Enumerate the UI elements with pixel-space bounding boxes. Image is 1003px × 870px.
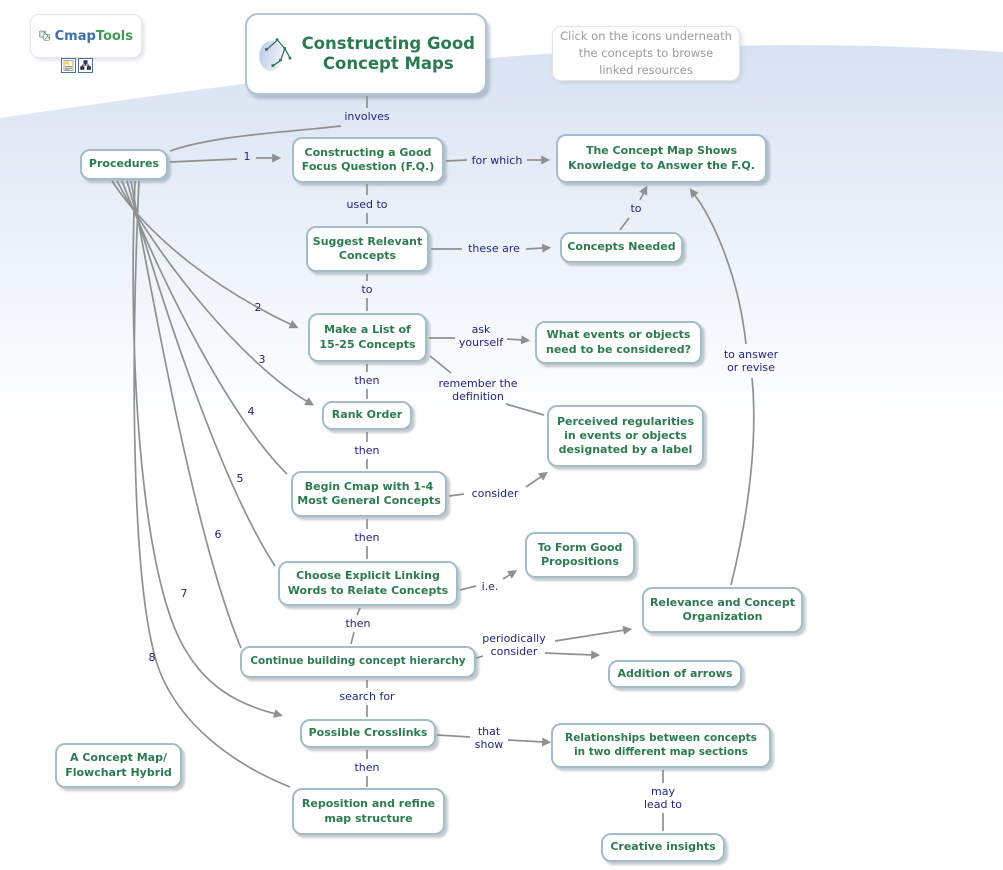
cmaptools-logo-icon — [39, 30, 50, 41]
connector-line — [730, 377, 755, 586]
connector-line — [111, 180, 299, 329]
instruction-note: Click on the icons underneath the concep… — [552, 26, 740, 81]
concept-relationships[interactable]: Relationships between concepts in two di… — [551, 723, 771, 768]
connector-line — [459, 585, 477, 591]
connector-line — [639, 185, 648, 201]
concept-possible-crosslinks[interactable]: Possible Crosslinks — [300, 719, 436, 748]
link-step-5: 5 — [236, 472, 244, 485]
connector-line — [429, 355, 452, 374]
concept-reposition[interactable]: Reposition and refine map structure — [292, 788, 445, 835]
concept-begin-cmap[interactable]: Begin Cmap with 1-4 Most General Concept… — [291, 471, 447, 517]
concept-concepts-needed[interactable]: Concepts Needed — [560, 232, 683, 263]
concept-what-events[interactable]: What events or objects need to be consid… — [535, 321, 702, 364]
connector-line — [689, 188, 747, 345]
link-then-5: then — [354, 761, 380, 774]
logo-cmap-text: Cmap — [54, 28, 96, 44]
link-consider: consider — [471, 487, 519, 500]
link-search-for: search for — [339, 690, 395, 703]
link-step-1: 1 — [243, 150, 251, 163]
link-to-answer-revise: to answer or revise — [723, 348, 779, 374]
connector-line — [544, 650, 601, 660]
logo-tools-text: Tools — [95, 28, 133, 44]
link-to-mid: to — [361, 283, 373, 296]
tree-diagram-resource-icon[interactable] — [78, 58, 93, 73]
concept-addition-of-arrows[interactable]: Addition of arrows — [608, 660, 742, 688]
concept-flowchart-hybrid[interactable]: A Concept Map/ Flowchart Hybrid — [55, 743, 182, 788]
connector-line — [133, 180, 291, 788]
link-periodically-consider: periodically consider — [482, 632, 546, 658]
link-these-are: these are — [468, 242, 520, 255]
concept-map-shows-knowledge[interactable]: The Concept Map Shows Knowledge to Answe… — [556, 134, 767, 183]
link-to-upper: to — [630, 202, 642, 215]
link-then-3: then — [354, 531, 380, 544]
link-step-7: 7 — [180, 587, 188, 600]
link-step-3: 3 — [258, 353, 266, 366]
concept-relevance-organization[interactable]: Relevance and Concept Organization — [642, 587, 803, 633]
concept-suggest-concepts[interactable]: Suggest Relevant Concepts — [306, 226, 429, 272]
connector-line — [505, 403, 545, 416]
link-then-4: then — [345, 617, 371, 630]
logo-resource-icons — [61, 58, 93, 73]
connector-line — [436, 734, 471, 738]
connector-line — [126, 180, 276, 567]
concept-focus-question[interactable]: Constructing a Good Focus Question (F.Q.… — [292, 137, 444, 183]
link-ie: i.e. — [481, 580, 499, 593]
connector-line — [448, 493, 465, 497]
head-concept-map-icon — [259, 38, 292, 72]
cmaptools-logo-text: CmapTools — [55, 29, 133, 44]
connector-line — [356, 607, 361, 616]
connector-line — [619, 217, 630, 231]
link-may-lead-to: may lead to — [643, 785, 683, 811]
link-that-show: that show — [474, 725, 504, 751]
connector-line — [132, 180, 283, 718]
connector-line — [502, 570, 518, 580]
cmaptools-logo-panel: CmapTools — [30, 14, 142, 58]
link-step-4: 4 — [247, 405, 255, 418]
concept-procedures[interactable]: Procedures — [80, 149, 168, 180]
connector-line — [445, 159, 468, 162]
concept-perceived-regularities[interactable]: Perceived regularities in events or obje… — [547, 405, 704, 467]
link-step-8: 8 — [148, 651, 156, 664]
link-remember-definition: remember the definition — [438, 377, 518, 403]
connector-line — [506, 335, 531, 345]
connector-line — [169, 158, 238, 163]
link-then-2: then — [354, 444, 380, 457]
link-then-1: then — [354, 374, 380, 387]
connector-line — [525, 243, 552, 253]
link-step-6: 6 — [214, 528, 222, 541]
link-ask-yourself: ask yourself — [458, 323, 504, 349]
link-for-which: for which — [471, 154, 523, 167]
concept-creative-insights[interactable]: Creative insights — [601, 833, 725, 862]
link-used-to: used to — [346, 198, 388, 211]
document-resource-icon[interactable] — [61, 58, 76, 73]
connector-line — [507, 737, 552, 747]
connector-line — [554, 625, 633, 642]
map-title: Constructing Good Concept Maps — [301, 33, 475, 73]
connector-line — [525, 471, 548, 488]
connector-line — [130, 180, 242, 649]
concept-form-propositions[interactable]: To Form Good Propositions — [525, 532, 635, 578]
link-step-2: 2 — [254, 301, 262, 314]
concept-rank-order[interactable]: Rank Order — [322, 401, 412, 430]
concept-title[interactable]: Constructing Good Concept Maps — [245, 13, 487, 95]
concept-choose-linking-words[interactable]: Choose Explicit Linking Words to Relate … — [278, 561, 458, 606]
concept-continue-hierarchy[interactable]: Continue building concept hierarchy — [240, 646, 476, 678]
connector-line — [350, 631, 355, 645]
link-involves: involves — [344, 110, 390, 123]
concept-make-list[interactable]: Make a List of 15-25 Concepts — [308, 313, 427, 362]
connector-line — [169, 125, 342, 152]
